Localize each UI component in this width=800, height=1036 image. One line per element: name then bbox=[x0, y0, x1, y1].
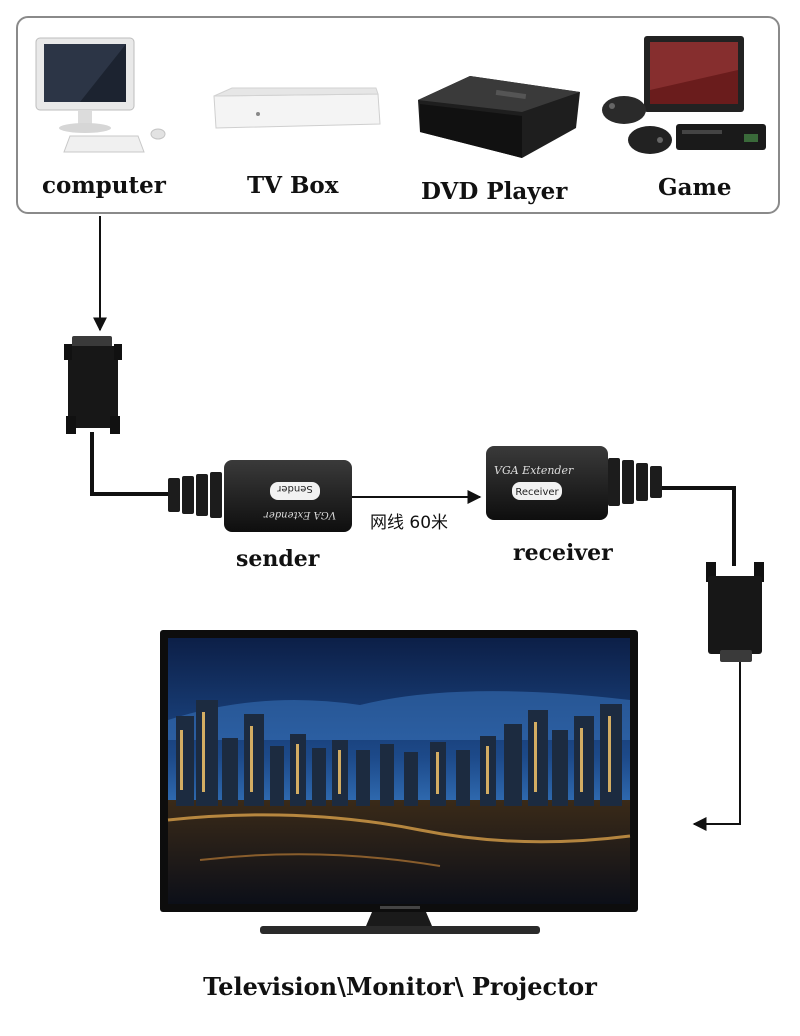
svg-text:Sender: Sender bbox=[276, 483, 312, 494]
vga-connector-left-icon bbox=[64, 336, 122, 434]
tv-box-icon bbox=[214, 88, 380, 128]
source-label-computer: computer bbox=[42, 172, 166, 199]
computer-icon bbox=[36, 38, 165, 152]
svg-text:VGA Extender: VGA Extender bbox=[263, 509, 336, 520]
television-icon bbox=[160, 630, 638, 934]
sender-label: sender bbox=[236, 546, 319, 572]
cable-length-label: 网线 60米 bbox=[370, 508, 448, 533]
source-label-game: Game bbox=[658, 174, 732, 201]
receiver-device-icon: VGA Extender Receiver bbox=[486, 446, 662, 520]
source-label-dvd-player: DVD Player bbox=[421, 178, 567, 205]
dvd-player-icon bbox=[418, 76, 580, 158]
sender-device-icon: Sender VGA Extender bbox=[168, 460, 352, 532]
display-label: Television\Monitor\ Projector bbox=[0, 972, 800, 1001]
source-label-tv-box: TV Box bbox=[247, 172, 338, 199]
receiver-label: receiver bbox=[513, 540, 613, 566]
svg-text:VGA Extender: VGA Extender bbox=[494, 464, 574, 477]
svg-text:Receiver: Receiver bbox=[515, 487, 559, 498]
game-console-icon bbox=[602, 36, 766, 154]
vga-connector-right-icon bbox=[706, 562, 764, 662]
